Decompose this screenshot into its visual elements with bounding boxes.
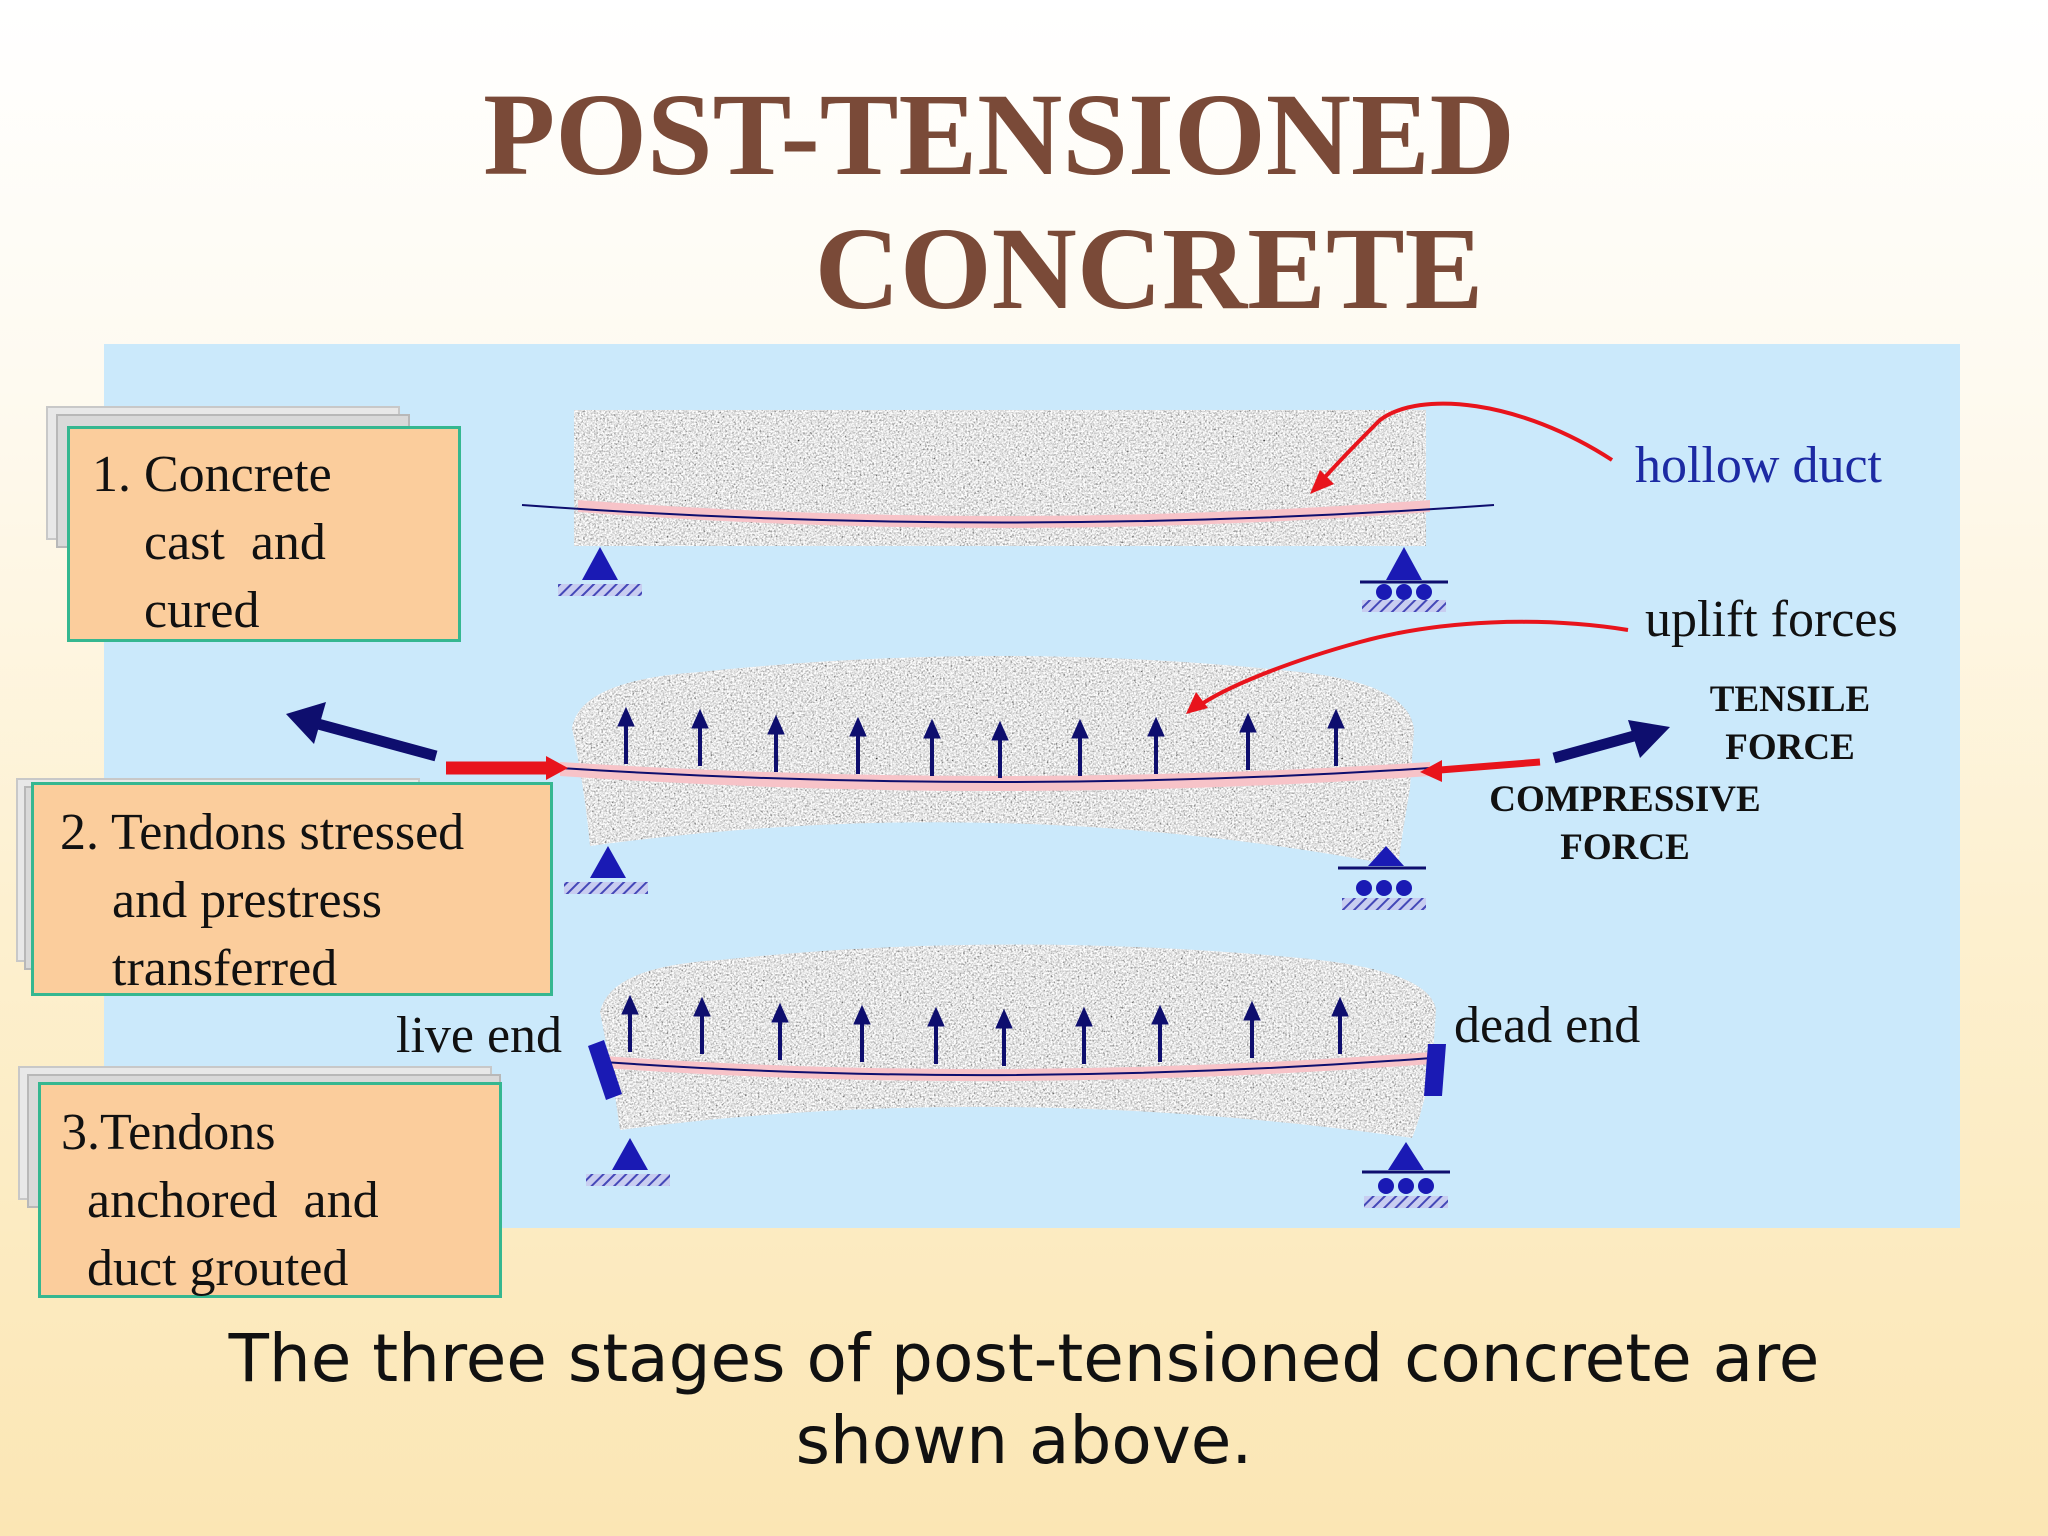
stage-1-box: 1. Concrete cast and cured	[67, 426, 461, 642]
roller-support-2	[1338, 846, 1426, 910]
tensile-force-arrow-right	[1552, 720, 1670, 764]
hollow-duct-label: hollow duct	[1635, 437, 1882, 494]
hollow-duct	[578, 500, 1430, 528]
beam-stage-3	[588, 944, 1446, 1138]
stage-3-line-3: duct grouted	[61, 1240, 349, 1297]
uplift-forces-arrow	[1194, 619, 1629, 710]
stage-1-line-3: cured	[92, 582, 260, 639]
stage-3-line-2: anchored and	[61, 1172, 379, 1229]
compressive-force-arrow-left	[446, 756, 568, 780]
stage-2-box: 2. Tendons stressed and prestress transf…	[31, 782, 553, 997]
beam-stage-1	[521, 410, 1495, 546]
page-title: POST-TENSIONED CONCRETE	[0, 68, 2048, 336]
dead-end-label: dead end	[1454, 997, 1641, 1054]
pin-support-2	[564, 846, 648, 894]
tendon-line	[521, 504, 1495, 524]
caption: The three stages of post-tensioned concr…	[0, 1318, 2048, 1482]
roller-support-3	[1362, 1142, 1450, 1208]
stage-1-line-1: 1. Concrete	[92, 446, 332, 503]
title-line-1: POST-TENSIONED	[483, 69, 1515, 200]
pin-support-1	[558, 547, 642, 596]
stage-1-line-2: cast and	[92, 514, 326, 571]
tensile-force-label: TENSILE FORCE	[1709, 679, 1871, 768]
beam-stage-2	[559, 656, 1431, 866]
live-end-label: live end	[396, 1007, 563, 1064]
stage-3-line-1: 3.Tendons	[61, 1104, 276, 1161]
caption-line-2: shown above.	[795, 1402, 1253, 1479]
dead-end-anchor	[1424, 1044, 1446, 1096]
hollow-duct-arrowhead	[1310, 470, 1334, 494]
stage-3-box: 3.Tendons anchored and duct grouted	[38, 1082, 502, 1298]
caption-line-1: The three stages of post-tensioned concr…	[228, 1320, 1820, 1397]
title-line-2: CONCRETE	[814, 203, 1484, 334]
stage-2-line-1: 2. Tendons stressed	[60, 804, 465, 861]
uplift-arrows-stage-3	[621, 994, 1349, 1066]
roller-support-1	[1360, 547, 1448, 612]
tensile-force-arrow-left	[286, 702, 438, 762]
stage-2-line-2: and prestress	[60, 872, 383, 929]
hollow-duct-arrow	[1312, 401, 1614, 492]
compressive-force-arrow-right	[1420, 758, 1541, 782]
stage-2-line-3: transferred	[60, 940, 338, 997]
uplift-forces-arrowhead	[1186, 692, 1208, 714]
uplift-arrows-stage-2	[617, 706, 1345, 778]
uplift-forces-label: uplift forces	[1645, 591, 1898, 648]
live-end-anchor	[588, 1040, 622, 1100]
pin-support-3	[586, 1138, 670, 1186]
compressive-force-label: COMPRESSIVE FORCE	[1489, 779, 1761, 868]
